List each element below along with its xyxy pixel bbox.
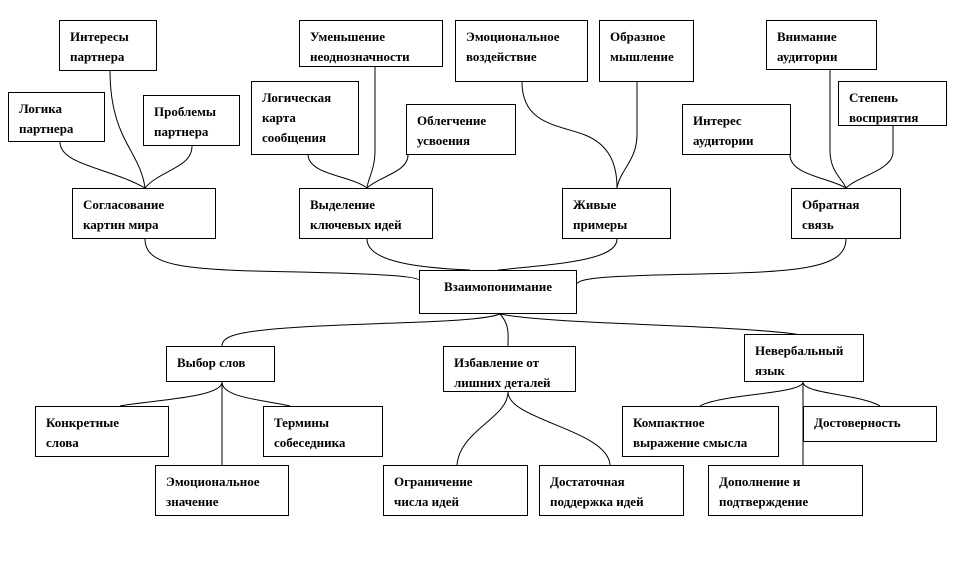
node-interlocutor-terms: Термины собеседника — [263, 406, 383, 457]
node-logical-map: Логическая карта сообщения — [251, 81, 359, 155]
node-key-ideas: Выделение ключевых идей — [299, 188, 433, 239]
connector-center-words — [221, 313, 501, 347]
node-feedback: Обратная связь — [791, 188, 901, 239]
connector-ambiguity — [366, 66, 376, 189]
node-concrete-words: Конкретные слова — [35, 406, 169, 457]
connector-center-details — [499, 313, 509, 347]
node-problems-partner: Проблемы партнера — [143, 95, 240, 146]
connector-imagery — [616, 82, 638, 189]
node-nonverbal-language: Невербальный язык — [744, 334, 864, 382]
node-audience-interest: Интерес аудитории — [682, 104, 791, 155]
node-imagery-thinking: Образное мышление — [599, 20, 694, 82]
connector-interests-partner — [109, 69, 146, 189]
connector-examples-center — [497, 238, 618, 271]
connector-feedback-center — [575, 238, 847, 286]
connector-support-ideas — [507, 391, 611, 466]
node-emotional-meaning: Эмоциональное значение — [155, 465, 289, 516]
connector-perception — [845, 126, 894, 189]
node-reduce-ambiguity: Уменьшение неоднозначности — [299, 20, 443, 67]
node-word-choice: Выбор слов — [166, 346, 275, 382]
node-agreement-worldviews: Согласование картин мира — [72, 188, 216, 239]
node-interests-partner: Интересы партнера — [59, 20, 157, 71]
node-perception-degree: Степень восприятия — [838, 81, 947, 126]
connector-reliability — [802, 381, 881, 407]
node-live-examples: Живые примеры — [562, 188, 671, 239]
node-ease-assimilation: Облегчение усвоения — [406, 104, 516, 155]
connector-concrete-words — [119, 381, 223, 407]
connector-emotional-impact — [521, 81, 618, 189]
node-supplement-confirmation: Дополнение и подтверждение — [708, 465, 863, 516]
node-limit-ideas: Ограничение числа идей — [383, 465, 528, 516]
connector-audience-interest — [789, 154, 847, 189]
connector-center-nonverbal — [499, 313, 804, 337]
node-remove-details: Избавление от лишних деталей — [443, 346, 576, 392]
node-sufficient-support: Достаточная поддержка идей — [539, 465, 684, 516]
connector-key-ideas-center — [366, 238, 471, 271]
connector-limit-ideas — [456, 391, 509, 466]
connector-logical-map — [307, 153, 368, 189]
connector-interlocutor-terms — [221, 381, 291, 407]
connector-problems-partner — [144, 145, 193, 189]
connector-assimilation — [366, 154, 409, 189]
connector-logic-partner — [59, 141, 146, 189]
node-reliability: Достоверность — [803, 406, 937, 442]
node-emotional-impact: Эмоциональное воздействие — [455, 20, 588, 82]
connector-agreement-center — [144, 238, 421, 282]
node-mutual-understanding: Взаимопонимание — [419, 270, 577, 314]
node-audience-attention: Внимание аудитории — [766, 20, 877, 70]
connector-audience-attention — [829, 70, 847, 189]
node-logic-partner: Логика партнера — [8, 92, 105, 142]
connector-compact-expression — [699, 381, 804, 407]
node-compact-expression: Компактное выражение смысла — [622, 406, 779, 457]
